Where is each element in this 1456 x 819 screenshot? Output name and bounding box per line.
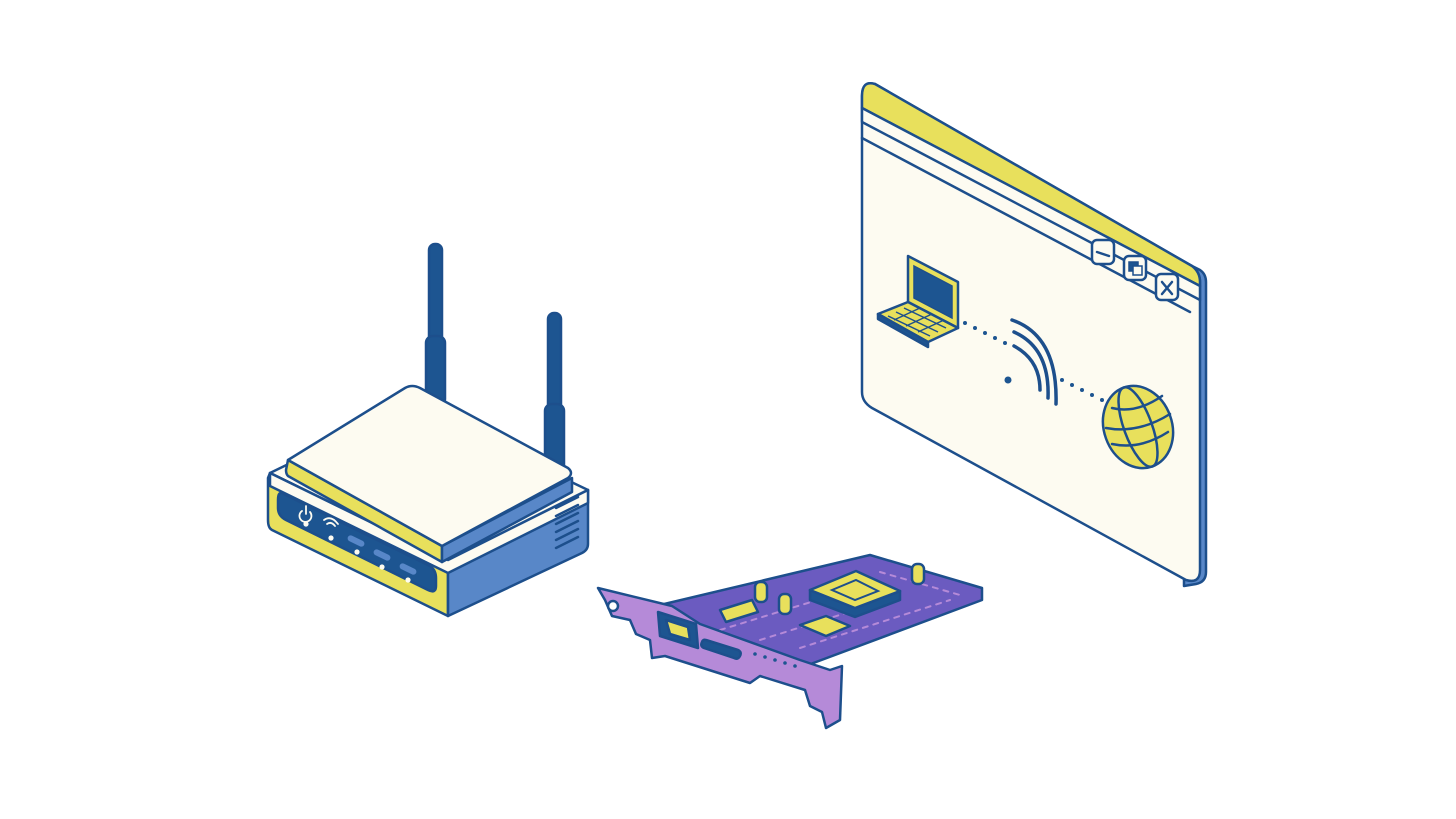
power-icon bbox=[298, 505, 313, 523]
connection-dots bbox=[963, 321, 1104, 402]
wifi-signal-icon bbox=[1004, 318, 1058, 406]
app-window-icon bbox=[860, 82, 1208, 588]
card-chip bbox=[808, 569, 902, 619]
network-card-icon bbox=[596, 553, 984, 730]
wireless-router-icon bbox=[266, 242, 590, 618]
router-vent bbox=[554, 495, 580, 550]
card-capacitors bbox=[753, 562, 926, 616]
globe-icon bbox=[1101, 384, 1175, 470]
wifi-status-icon bbox=[323, 517, 339, 527]
router-antenna-right bbox=[543, 311, 566, 478]
router-antenna-left bbox=[424, 242, 447, 408]
router-lid bbox=[284, 384, 574, 564]
ethernet-port-icon bbox=[656, 610, 700, 650]
router-status-panel bbox=[276, 491, 438, 593]
minimize-icon bbox=[1090, 238, 1116, 266]
restore-icon bbox=[1122, 254, 1148, 282]
laptop-icon bbox=[876, 254, 960, 349]
close-icon bbox=[1154, 272, 1180, 302]
window-controls bbox=[1090, 238, 1180, 302]
